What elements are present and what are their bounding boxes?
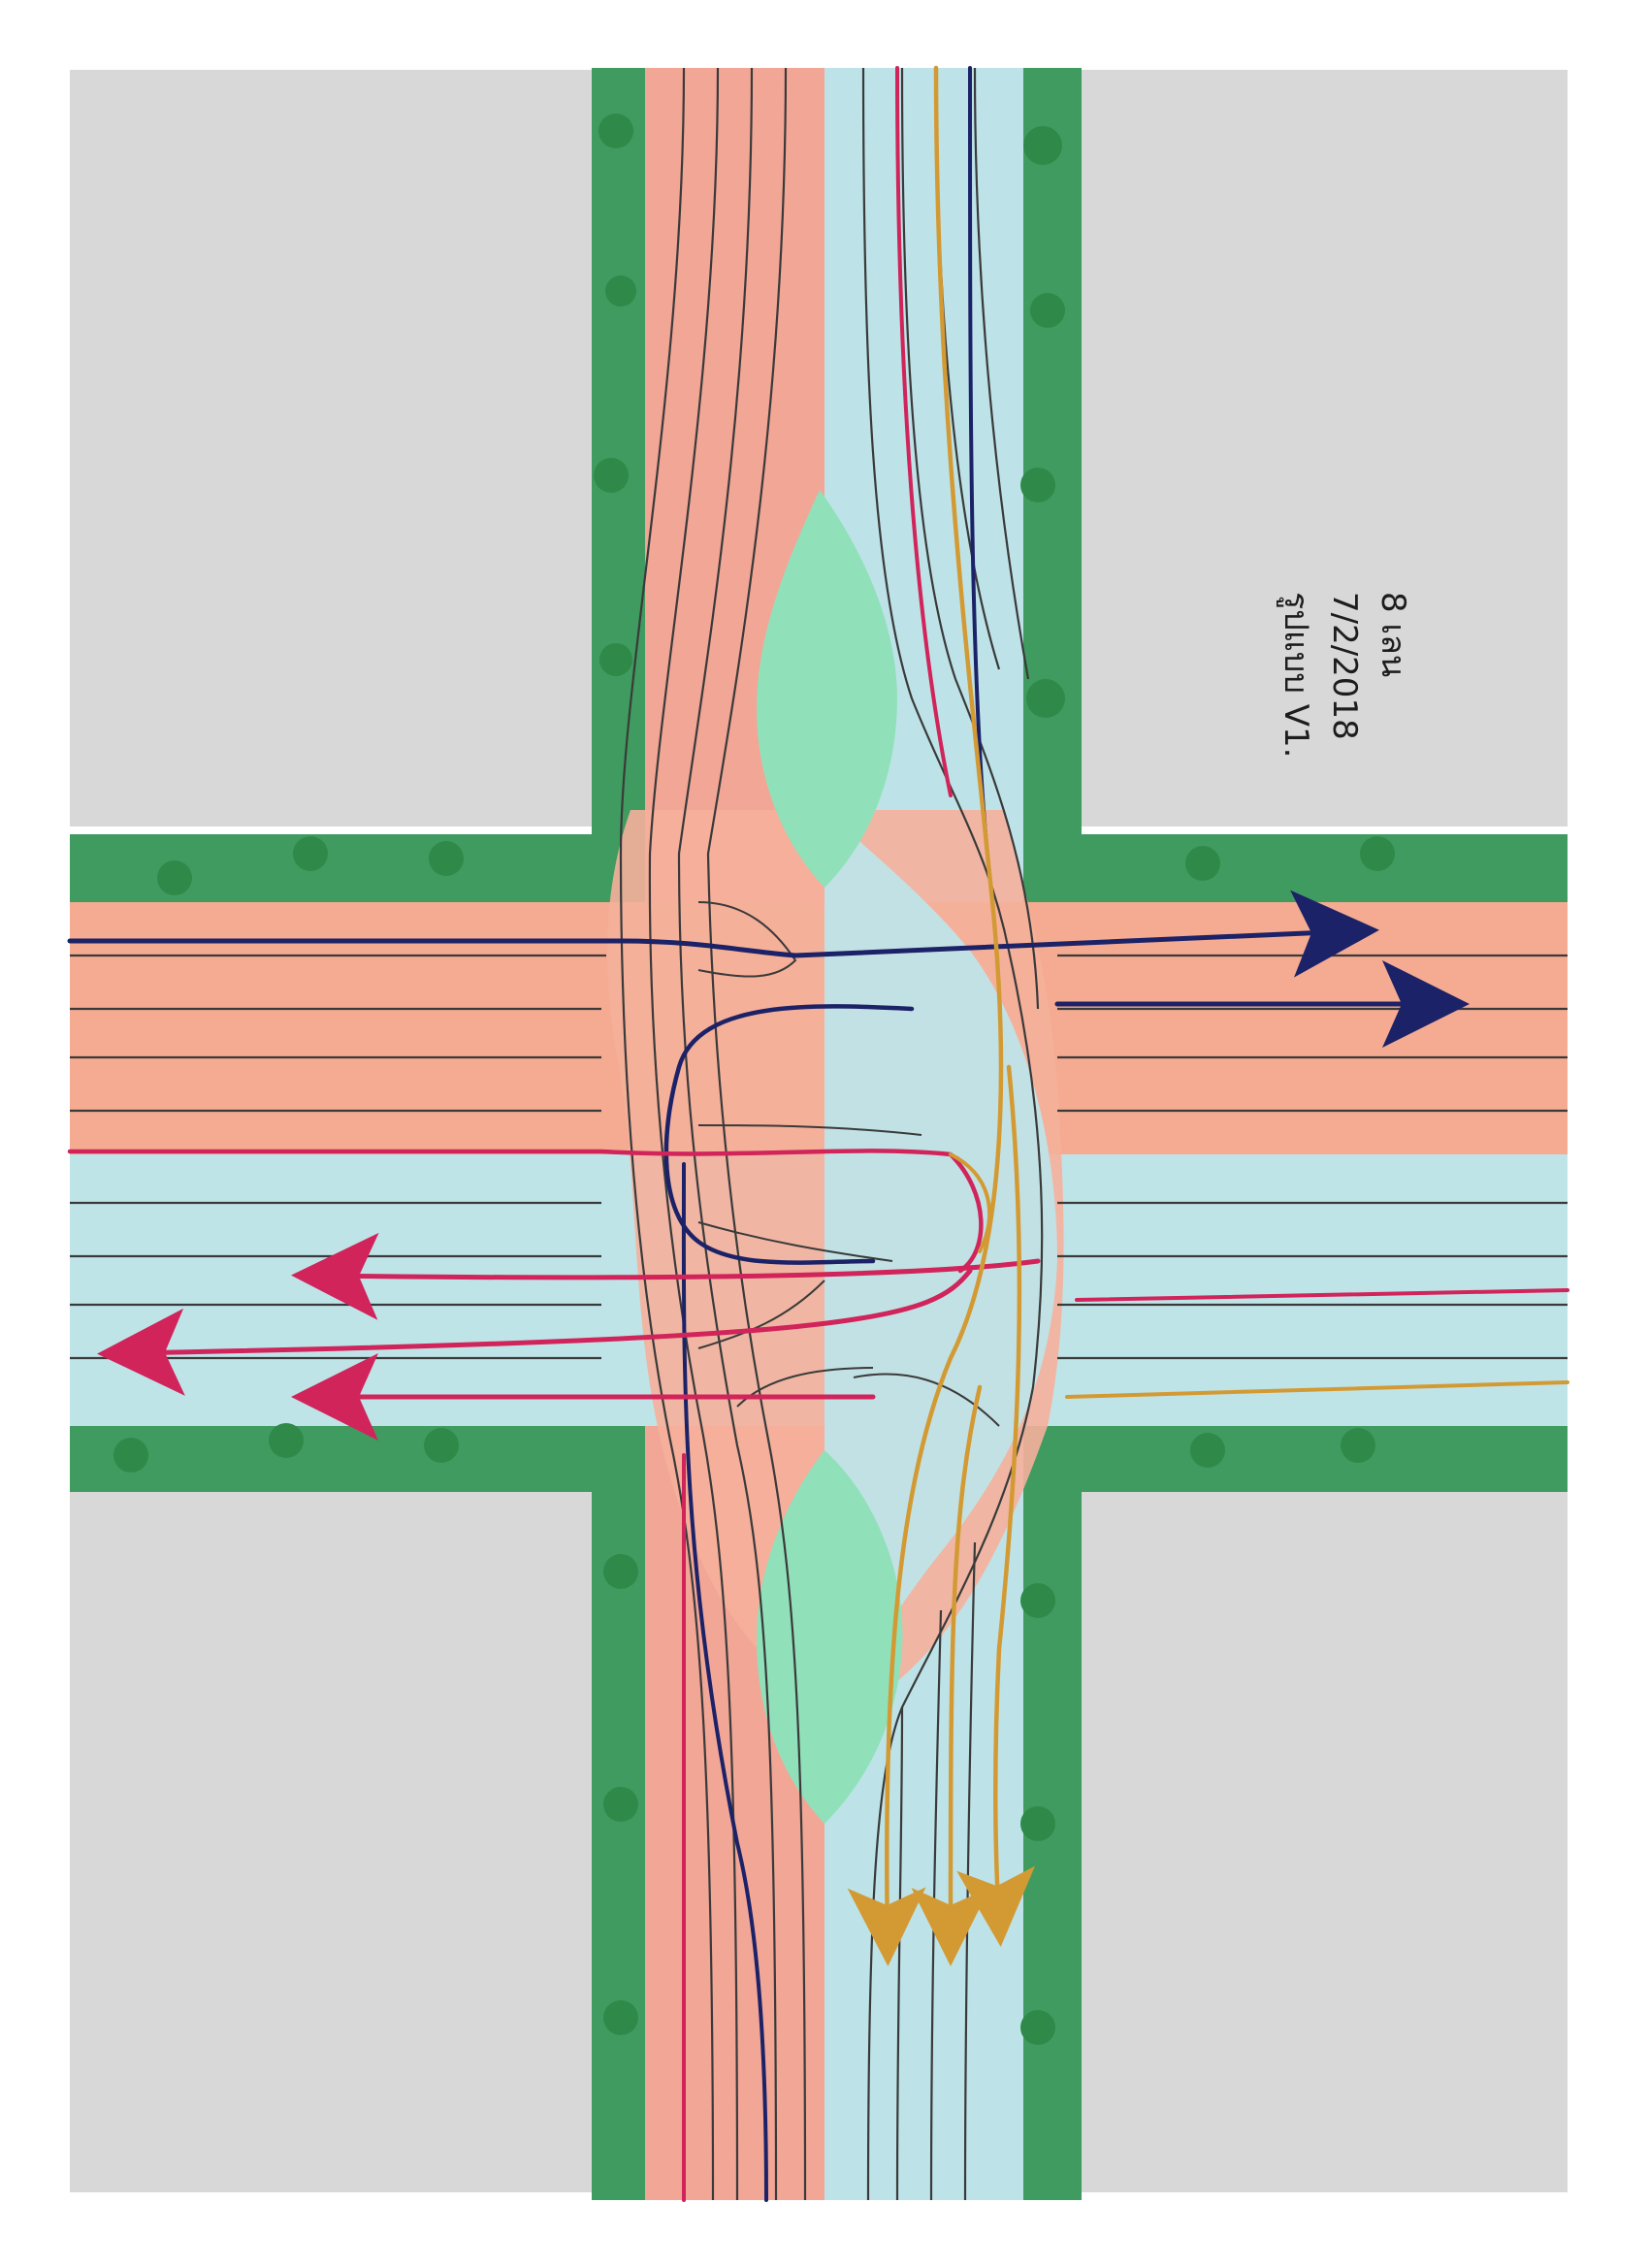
- tree-icon: [1020, 468, 1055, 502]
- annotation-line-2: 7/2/2018: [1325, 592, 1364, 740]
- city-block-top-left: [70, 70, 619, 826]
- tree-icon: [1020, 2010, 1055, 2045]
- tree-icon: [157, 860, 192, 895]
- tree-icon: [1023, 126, 1062, 165]
- city-block-bottom-right: [1046, 1426, 1568, 2192]
- annotation-line-1: 8 เลน: [1374, 592, 1412, 677]
- city-block-bottom-left: [70, 1426, 619, 2192]
- tree-icon: [1026, 679, 1065, 718]
- tree-icon: [1030, 293, 1065, 328]
- tree-icon: [1360, 836, 1395, 871]
- tree-icon: [1020, 1806, 1055, 1841]
- tree-icon: [605, 275, 636, 307]
- tree-icon: [1020, 1583, 1055, 1618]
- tree-icon: [599, 643, 632, 676]
- annotation-line-3: รูปแบบ V1.: [1277, 592, 1315, 758]
- tree-icon: [1341, 1428, 1375, 1463]
- tree-icon: [424, 1428, 459, 1463]
- tree-icon: [269, 1423, 304, 1458]
- tree-icon: [594, 458, 629, 493]
- tree-icon: [293, 836, 328, 871]
- tree-icon: [1185, 846, 1220, 881]
- tree-icon: [1190, 1433, 1225, 1468]
- tree-icon: [603, 1787, 638, 1822]
- tree-icon: [598, 113, 633, 148]
- tree-icon: [603, 1554, 638, 1589]
- tree-icon: [113, 1438, 148, 1473]
- tree-icon: [603, 2000, 638, 2035]
- tree-icon: [429, 841, 464, 876]
